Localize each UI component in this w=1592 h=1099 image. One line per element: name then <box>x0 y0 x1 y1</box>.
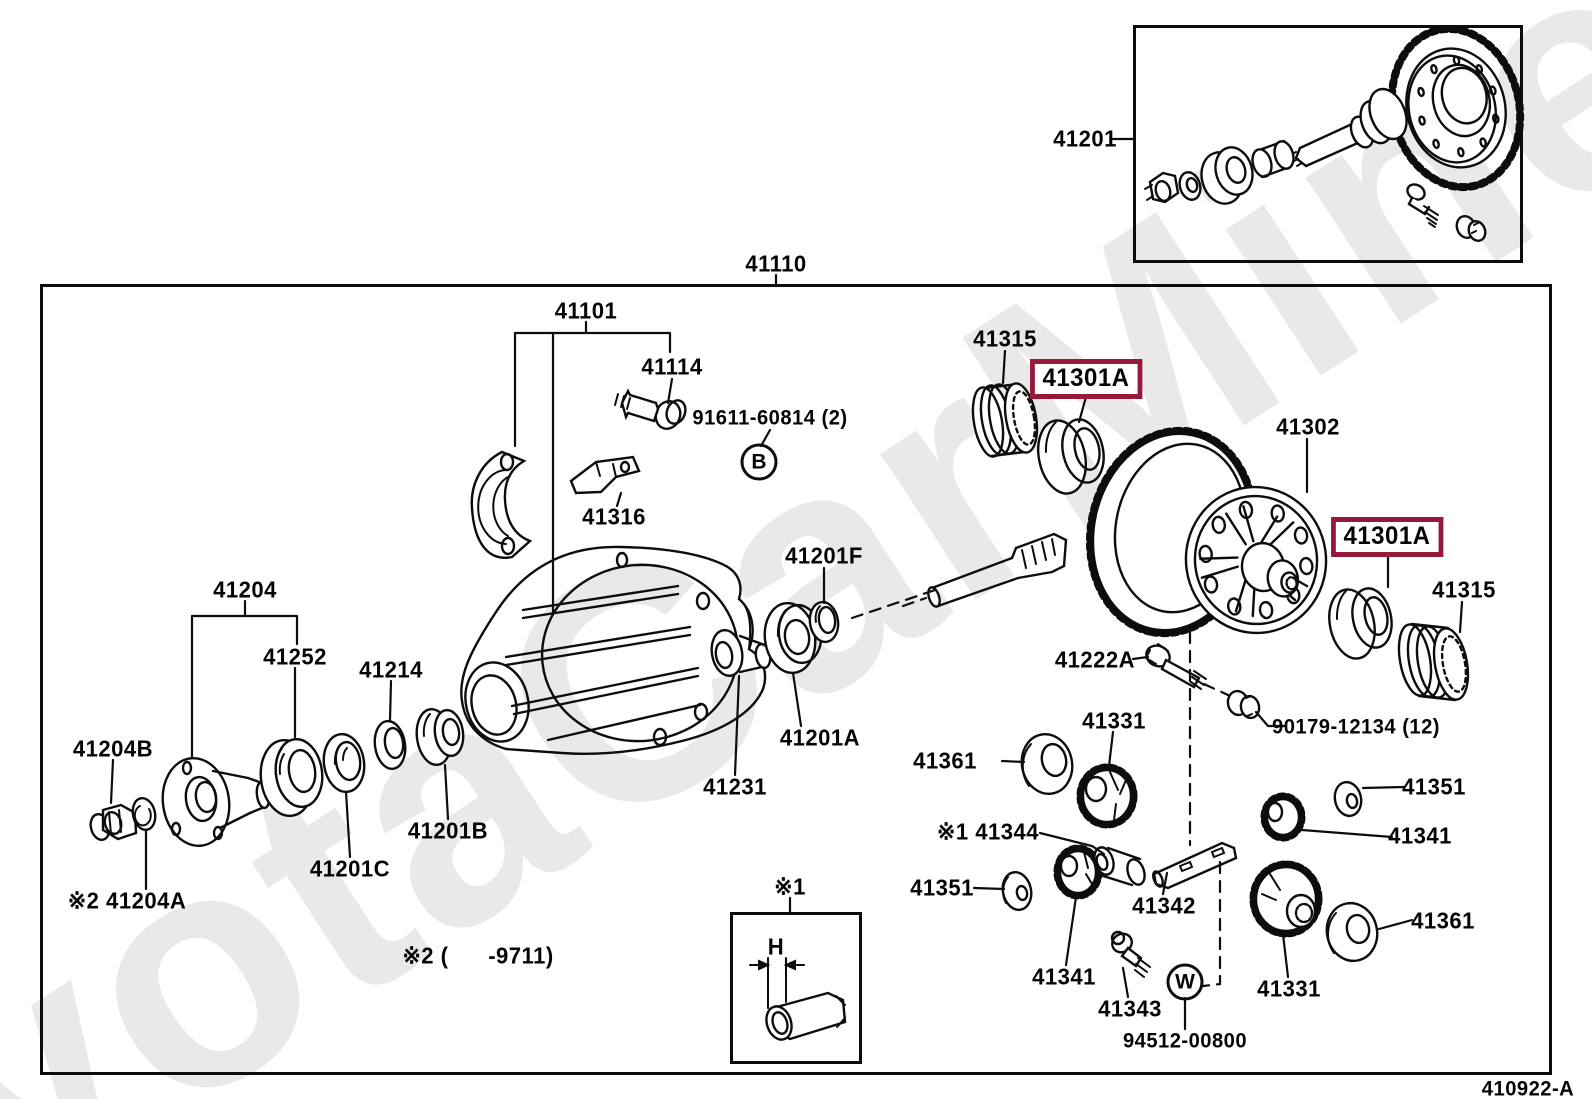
seal-41201f <box>808 600 840 644</box>
inset-spacer <box>1251 139 1295 179</box>
seal-41201c <box>322 732 366 794</box>
note-dimension <box>749 957 805 1009</box>
label-41201a: 41201A <box>779 724 861 751</box>
label-41315-right: 41315 <box>1432 576 1496 603</box>
bearing-41301a-right <box>1328 587 1393 660</box>
washer-41361-right <box>1325 901 1379 963</box>
bearing-41201b <box>415 707 465 767</box>
note-1-marker: ※1 <box>774 873 806 900</box>
leader-lines <box>109 137 1464 1031</box>
pinion-gear-41331-top <box>1076 763 1138 829</box>
axle-shaft <box>927 532 1068 608</box>
label-41343: 41343 <box>1098 995 1162 1022</box>
bushing-41231 <box>710 629 772 677</box>
label-94512-00800: 94512-00800 <box>1122 1029 1248 1053</box>
washer-41204a <box>131 796 157 832</box>
diff-case-41302 <box>1184 485 1328 635</box>
label-41301a-right-highlighted[interactable]: 41301A <box>1331 517 1443 557</box>
label-41341-left: 41341 <box>1032 963 1096 990</box>
axle-nut-41204b <box>89 803 138 841</box>
label-41214: 41214 <box>359 656 423 683</box>
label-41231: 41231 <box>703 773 767 800</box>
inset-lock-nut <box>1455 215 1487 242</box>
label-41301a-left-highlighted[interactable]: 41301A <box>1030 359 1142 399</box>
inset-ring-gear <box>1387 24 1525 192</box>
label-41302: 41302 <box>1276 413 1340 440</box>
pinion-gear-41341-right <box>1260 792 1306 842</box>
bearing-41252 <box>259 737 324 818</box>
label-41331-top: 41331 <box>1082 707 1146 734</box>
inset-bearing <box>1200 146 1254 205</box>
label-41114: 41114 <box>641 353 703 380</box>
label-41204: 41204 <box>213 576 277 603</box>
bolt-41114 <box>614 388 687 430</box>
cross-shaft-41342 <box>1152 841 1238 890</box>
inset-nut <box>1144 171 1180 204</box>
bolt-41222a <box>1144 643 1207 690</box>
label-41316: 41316 <box>582 503 646 530</box>
note-2-applicability: ※2 ( -9711) <box>402 942 554 969</box>
label-91611-60814: 91611-60814 (2) <box>692 406 848 430</box>
washer-41361-left <box>1020 732 1074 796</box>
inset-washer <box>1178 171 1202 201</box>
label-41204b: 41204B <box>72 735 154 762</box>
screw-41343 <box>1110 930 1151 978</box>
label-41201: 41201 <box>1053 125 1117 152</box>
label-41361-left: 41361 <box>913 747 977 774</box>
pinion-gear-41341-left <box>1053 844 1103 900</box>
main-diagram-box <box>40 284 1552 1075</box>
label-41110: 41110 <box>745 250 807 277</box>
nut-90179 <box>1226 689 1261 720</box>
label-41344: ※1 41344 <box>936 818 1040 845</box>
callout-w: W <box>1166 963 1204 1001</box>
callout-b: B <box>740 443 778 481</box>
note-pin <box>765 991 847 1041</box>
dimension-h-label: H <box>767 933 785 960</box>
label-41204a-note2: ※2 41204A <box>67 887 187 914</box>
label-41341-right: 41341 <box>1388 822 1452 849</box>
note-inset-box <box>730 912 862 1064</box>
inset-pinion-shaft <box>1289 87 1408 168</box>
label-41315-left: 41315 <box>973 325 1037 352</box>
sleeve-41315-right <box>1397 622 1470 702</box>
label-41351-left: 41351 <box>910 874 974 901</box>
washer-41351-left <box>1001 870 1033 912</box>
label-41101: 41101 <box>554 297 618 324</box>
label-41331-bottom: 41331 <box>1257 975 1321 1002</box>
alignment-dashed-lines <box>850 587 1230 988</box>
label-41201b: 41201B <box>407 817 489 844</box>
label-90179-12134: 90179-12134 (12) <box>1272 715 1440 739</box>
label-41351-right: 41351 <box>1402 773 1466 800</box>
label-41201c: 41201C <box>309 855 391 882</box>
ring-41214 <box>373 719 407 771</box>
spacer-41344 <box>1093 846 1146 887</box>
bearing-41301a-left <box>1037 418 1105 495</box>
label-41361-right: 41361 <box>1411 907 1475 934</box>
label-41252: 41252 <box>263 643 327 670</box>
label-41222a: 41222A <box>1054 646 1136 673</box>
top-inset-box <box>1133 25 1523 263</box>
hub-41204 <box>161 756 271 848</box>
clamp-41316 <box>569 455 641 495</box>
inset-bolt <box>1406 183 1439 228</box>
washer-41351-right <box>1333 780 1363 818</box>
bearing-cap <box>470 450 533 559</box>
label-41342: 41342 <box>1132 892 1196 919</box>
sleeve-41315-left <box>971 382 1039 458</box>
label-41201f: 41201F <box>785 542 863 569</box>
side-gear-41331-bottom <box>1249 860 1323 938</box>
figure-code: 410922-A <box>1481 1077 1575 1099</box>
